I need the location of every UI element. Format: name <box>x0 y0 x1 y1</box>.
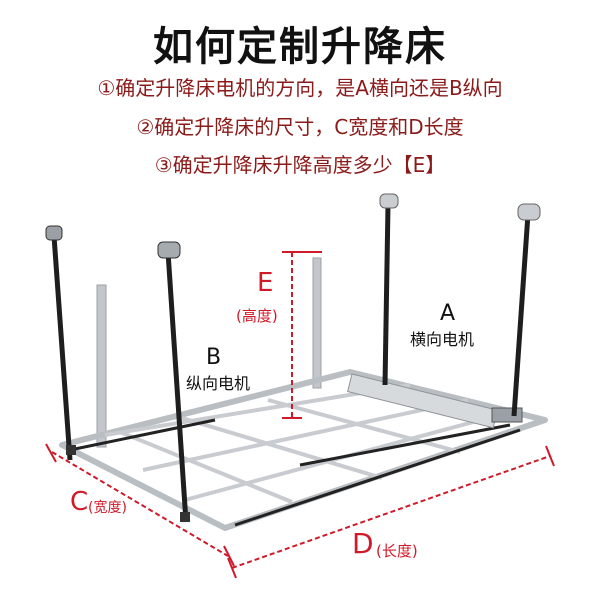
b-letter: B <box>206 345 222 370</box>
motor-assembly <box>491 407 523 423</box>
black-straps <box>69 418 521 527</box>
silver-pole <box>96 284 107 448</box>
c-text: (宽度) <box>88 500 127 516</box>
bed-frame <box>59 369 548 531</box>
black-post-front-left <box>45 225 73 461</box>
height-text: (高度) <box>236 307 278 325</box>
d-letter: D <box>352 527 374 560</box>
black-post-back-right <box>379 193 399 386</box>
d-text: (长度) <box>376 542 418 560</box>
page-title: 如何定制升降床 <box>153 24 447 70</box>
height-dimension <box>282 251 322 419</box>
width-dimension <box>45 443 235 567</box>
instruction-2: ②确定升降床的尺寸，C宽度和D长度 <box>136 115 464 139</box>
c-letter: C <box>70 487 89 517</box>
b-text: 纵向电机 <box>186 374 251 393</box>
black-post-front-right <box>511 203 541 417</box>
a-letter: A <box>440 301 456 326</box>
instruction-1: ①确定升降床电机的方向，是A横向还是B纵向 <box>97 76 503 100</box>
instruction-3: ③确定升降床升降高度多少【E】 <box>154 153 446 177</box>
length-dimension <box>227 445 555 579</box>
silver-pole <box>312 257 322 389</box>
a-text: 横向电机 <box>410 330 475 349</box>
height-letter: E <box>257 268 274 298</box>
black-post-front-mid <box>157 241 189 523</box>
